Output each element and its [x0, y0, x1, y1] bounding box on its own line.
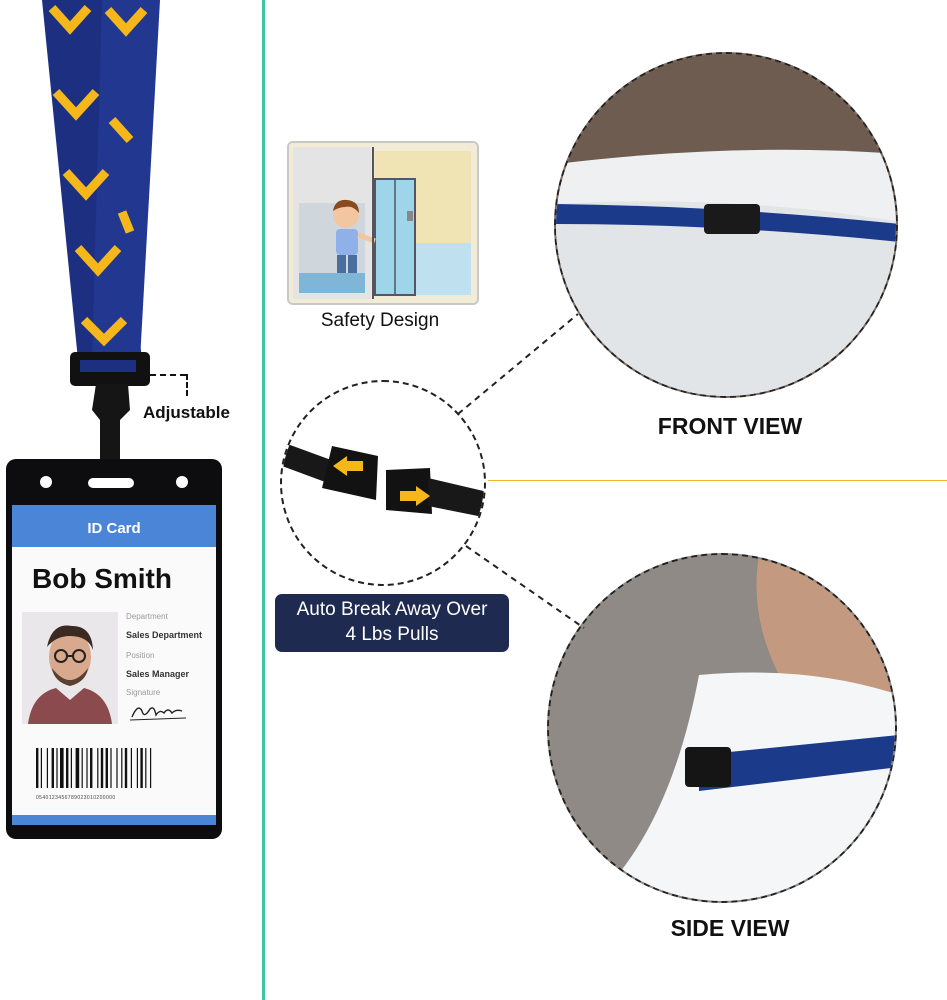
barcode-bar — [105, 748, 108, 788]
barcode-bar — [56, 748, 58, 788]
barcode-bar — [40, 748, 42, 788]
accent-line — [488, 480, 947, 481]
barcode-bar — [97, 748, 99, 788]
side-view-label: SIDE VIEW — [670, 915, 790, 941]
barcode-bar — [136, 748, 138, 788]
breakaway-badge: Auto Break Away Over 4 Lbs Pulls — [275, 594, 509, 652]
barcode-bar — [150, 748, 152, 788]
barcode-bar — [145, 748, 147, 788]
side-view-image — [547, 553, 897, 903]
arrow-left-icon — [333, 456, 363, 476]
holder-hole — [176, 476, 188, 488]
barcode-bar — [90, 748, 93, 788]
position-label: Position — [126, 651, 155, 660]
arrow-right-icon — [400, 486, 430, 506]
holder-hole — [40, 476, 52, 488]
barcode-bar — [75, 748, 80, 788]
barcode-bar — [130, 748, 132, 788]
id-card: ID Card Bob Smith Department Sales Depar… — [12, 505, 216, 825]
safety-illustration — [287, 141, 479, 305]
barcode-bar — [81, 748, 83, 788]
holder-slot — [88, 478, 134, 488]
department-value: Sales Department — [126, 630, 203, 640]
barcode-bar — [121, 748, 123, 788]
barcode-bar — [70, 748, 72, 788]
barcode-bar — [124, 748, 128, 788]
callout-line — [186, 374, 188, 396]
safety-design-caption: Safety Design — [320, 310, 440, 331]
breakaway-line-2: 4 Lbs Pulls — [345, 624, 439, 645]
signature-label: Signature — [126, 688, 161, 697]
breakaway-clasp-image — [280, 380, 486, 586]
barcode-bar — [66, 748, 69, 788]
signature-mark — [129, 707, 187, 721]
portrait-photo — [22, 612, 118, 724]
barcode — [36, 748, 152, 788]
breakaway-line-1: Auto Break Away Over — [296, 599, 488, 620]
front-view-image — [554, 52, 898, 398]
card-name: Bob Smith — [32, 563, 172, 594]
snap-hook — [92, 384, 130, 460]
card-header: ID Card — [87, 520, 141, 537]
adjustable-label: Adjustable — [143, 403, 230, 422]
card-header-bar — [12, 505, 216, 547]
barcode-bar — [51, 748, 54, 788]
department-label: Department — [126, 612, 168, 621]
barcode-bar — [116, 748, 118, 788]
barcode-bar — [86, 748, 88, 788]
position-value: Sales Manager — [126, 669, 190, 679]
chevron-pattern — [48, 4, 148, 347]
callout-line — [150, 374, 186, 376]
vertical-divider — [262, 0, 265, 1000]
card-footer-bar — [12, 815, 216, 825]
barcode-number: 0540123456789023010200000 — [36, 795, 116, 801]
barcode-bar — [46, 748, 48, 788]
barcode-bar — [60, 748, 64, 788]
front-view-label: FRONT VIEW — [657, 413, 803, 439]
barcode-bar — [36, 748, 39, 788]
barcode-bar — [100, 748, 104, 788]
barcode-bar — [140, 748, 143, 788]
barcode-bar — [110, 748, 112, 788]
lanyard-strap — [42, 0, 160, 460]
